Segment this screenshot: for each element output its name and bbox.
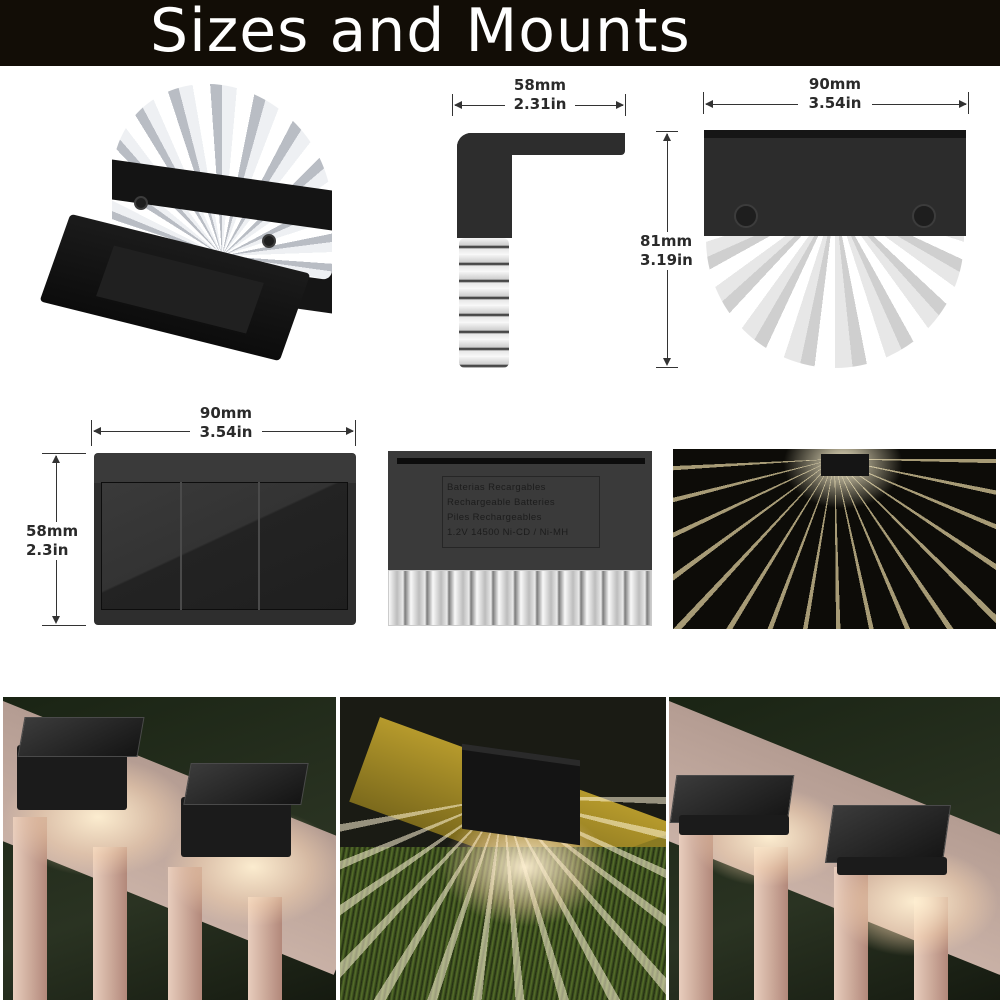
- front-width-label: 90mm 3.54in: [798, 75, 872, 113]
- solar-panel: [183, 763, 309, 805]
- photo-deck-railing-left: [3, 697, 336, 1000]
- lamp-top-lip: [94, 453, 356, 483]
- dimension-tick: [42, 625, 86, 626]
- front-height-label: 81mm 3.19in: [640, 232, 702, 270]
- battery-label-line: Piles Rechargeables: [447, 512, 542, 523]
- side-width-label: 58mm 2.31in: [505, 76, 575, 114]
- solar-cell-divider: [180, 482, 182, 610]
- arrow-down-icon: [52, 616, 60, 624]
- front-height-mm: 81mm: [640, 232, 693, 250]
- lamp-side-lens: [459, 238, 509, 368]
- arrow-left-icon: [93, 427, 101, 435]
- dimension-tick: [703, 92, 704, 114]
- side-width-in: 2.31in: [513, 95, 567, 113]
- lamp-back-slot: [397, 458, 645, 464]
- panel-width-label: 90mm 3.54in: [190, 404, 262, 442]
- lamp-back-body: [388, 451, 652, 575]
- arrow-left-icon: [705, 100, 713, 108]
- battery-label-line: 1.2V 14500 Ni-CD / Ni-MH: [447, 527, 569, 538]
- mounted-lamp: [462, 743, 580, 846]
- solar-cell-divider: [258, 482, 260, 610]
- dimension-tick: [625, 94, 626, 116]
- solar-cell-panel: [101, 482, 348, 610]
- arrow-up-icon: [663, 133, 671, 141]
- banner-title: Sizes and Mounts: [150, 0, 691, 66]
- solar-panel: [17, 717, 145, 757]
- arrow-up-icon: [52, 455, 60, 463]
- solar-panel: [824, 805, 952, 863]
- battery-label-line: Baterias Recargables: [447, 482, 546, 493]
- front-width-in: 3.54in: [808, 94, 862, 112]
- dimension-tick: [656, 131, 678, 132]
- side-width-mm: 58mm: [513, 76, 567, 94]
- mounted-lamp: [837, 857, 947, 875]
- screw-hole-icon: [734, 204, 758, 228]
- panel-height-mm: 58mm: [26, 522, 79, 540]
- mounted-lamp: [679, 815, 789, 835]
- photo-deck-railing-right: [669, 697, 1000, 1000]
- battery-label: Baterias Recargables Rechargeable Batter…: [442, 476, 600, 548]
- photo-step-grass: [340, 697, 666, 1000]
- dimension-tick: [656, 367, 678, 368]
- night-demo-photo: [673, 449, 996, 629]
- arrow-right-icon: [616, 101, 624, 109]
- arrow-left-icon: [454, 101, 462, 109]
- lamp-silhouette: [821, 454, 869, 476]
- front-width-mm: 90mm: [808, 75, 862, 93]
- dimension-tick: [452, 94, 453, 116]
- dimension-tick: [355, 420, 356, 446]
- dimension-tick: [42, 453, 86, 454]
- arrow-down-icon: [663, 358, 671, 366]
- title-banner: Sizes and Mounts: [0, 0, 1000, 66]
- panel-width-in: 3.54in: [199, 423, 253, 441]
- panel-height-label: 58mm 2.3in: [26, 522, 88, 560]
- lamp-back-lens: [388, 570, 652, 626]
- screw-hole-icon: [262, 234, 276, 248]
- screw-hole-icon: [134, 196, 148, 210]
- arrow-right-icon: [346, 427, 354, 435]
- arrow-right-icon: [959, 100, 967, 108]
- mounted-lamp: [181, 797, 291, 857]
- screw-hole-icon: [912, 204, 936, 228]
- dimension-tick: [968, 92, 969, 114]
- panel-height-in: 2.3in: [26, 541, 69, 559]
- lamp-side-stem: [457, 133, 512, 238]
- dimension-tick: [91, 420, 92, 446]
- panel-width-mm: 90mm: [199, 404, 253, 422]
- battery-label-line: Rechargeable Batteries: [447, 497, 556, 508]
- front-height-in: 3.19in: [640, 251, 693, 269]
